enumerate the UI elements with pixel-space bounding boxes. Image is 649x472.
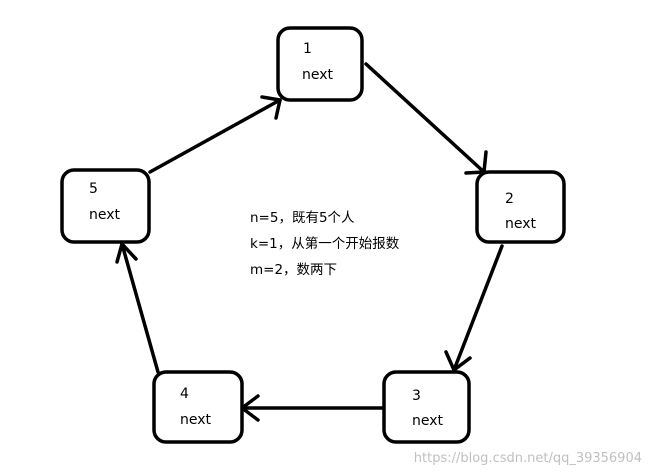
node-2: 2 next <box>475 170 566 244</box>
node-4: 4 next <box>152 370 244 444</box>
node-5-id: 5 <box>89 181 98 197</box>
node-2-box <box>475 170 566 244</box>
node-3-id: 3 <box>412 388 421 404</box>
node-4-box <box>152 370 244 444</box>
edge-4-to-5 <box>115 242 160 374</box>
node-4-next-label: next <box>180 412 212 428</box>
note-n: n=5，既有5个人 <box>250 210 355 226</box>
node-5: 5 next <box>60 168 151 244</box>
node-3-box <box>382 370 471 444</box>
note-m: m=2，数两下 <box>250 262 337 278</box>
edge-5-to-1 <box>148 95 282 174</box>
note-k: k=1，从第一个开始报数 <box>250 235 400 252</box>
edge-1-to-2 <box>364 62 488 175</box>
node-1-next-label: next <box>302 67 334 83</box>
node-2-id: 2 <box>505 191 514 207</box>
parameter-notes: n=5，既有5个人 k=1，从第一个开始报数 m=2，数两下 <box>250 210 400 278</box>
node-5-box <box>60 168 151 244</box>
watermark: https://blog.csdn.net/qq_39356904 <box>414 451 642 466</box>
node-1-id: 1 <box>303 41 312 57</box>
node-1: 1 next <box>276 26 364 102</box>
node-2-next-label: next <box>505 216 537 232</box>
edge-2-to-3 <box>444 244 504 372</box>
node-4-id: 4 <box>180 386 189 402</box>
node-3-next-label: next <box>412 413 444 429</box>
node-3: 3 next <box>382 370 471 444</box>
node-5-next-label: next <box>89 207 121 223</box>
edge-3-to-4 <box>240 394 386 422</box>
node-1-box <box>276 26 364 102</box>
